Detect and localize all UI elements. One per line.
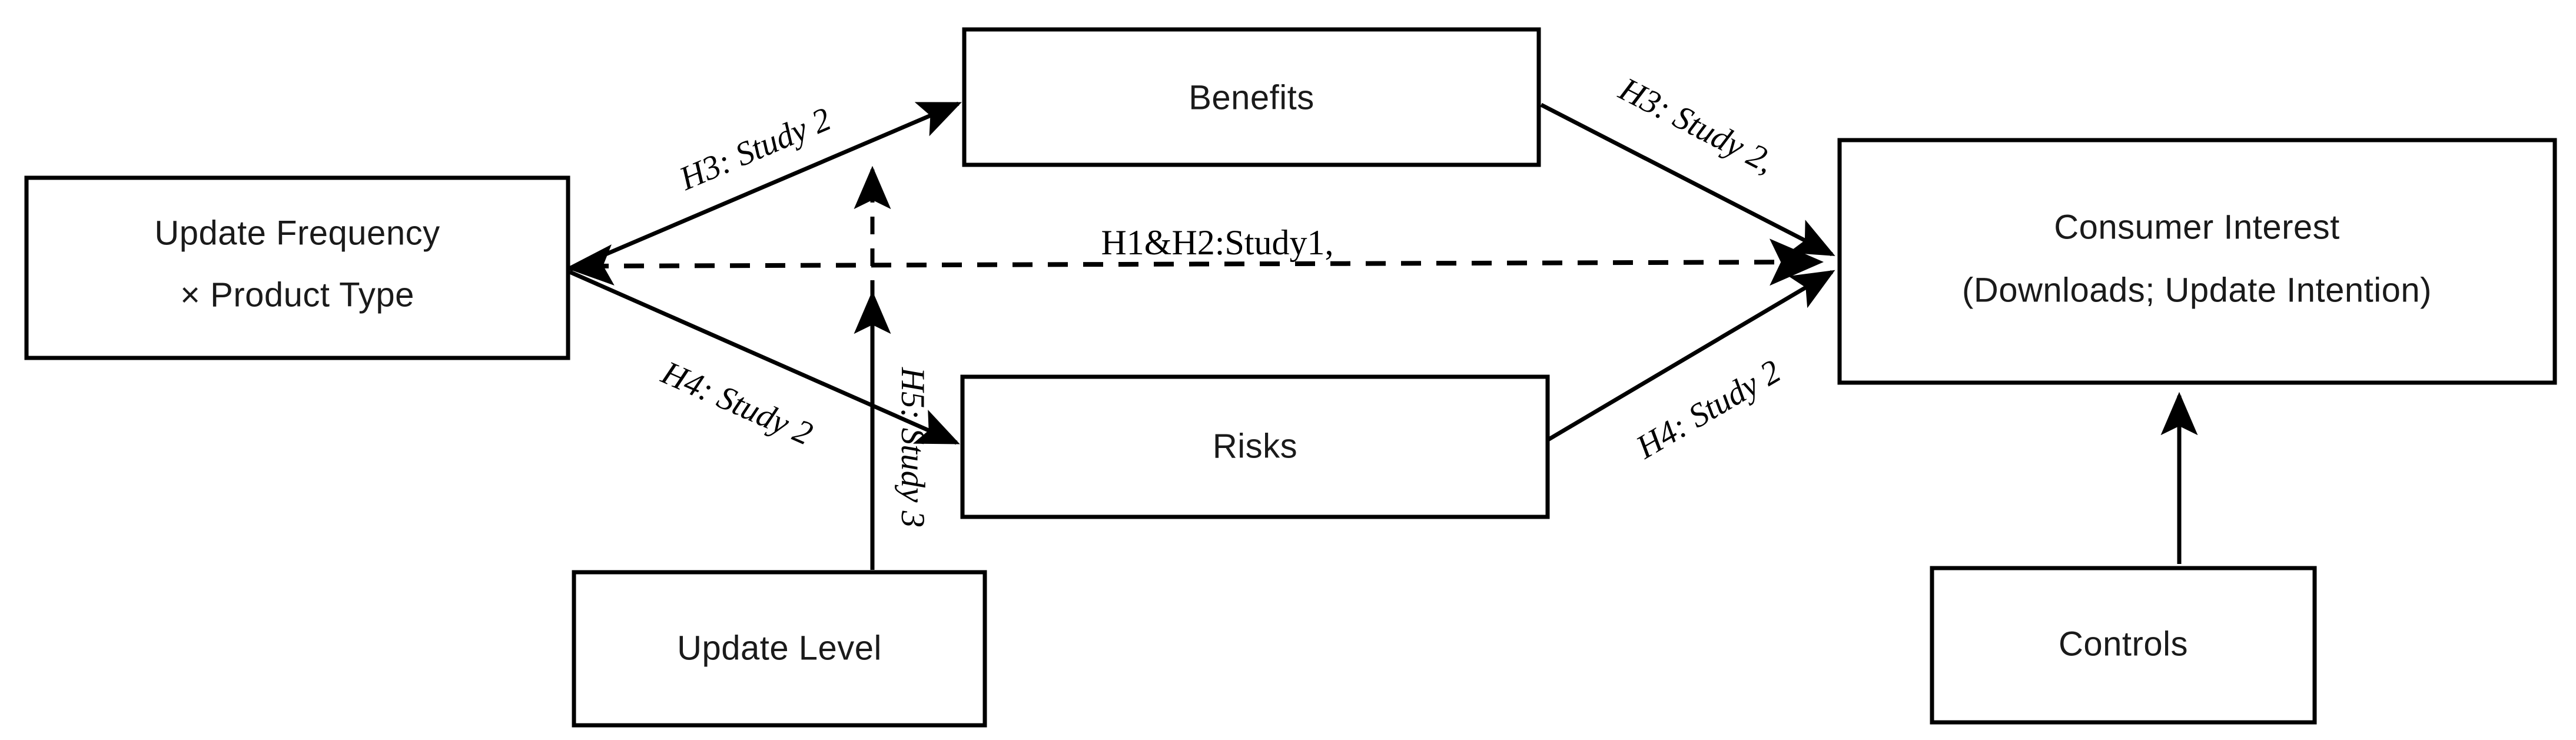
h1-h2-line bbox=[588, 238, 1824, 286]
h4-right-line bbox=[1546, 270, 1835, 443]
h3-left-line bbox=[569, 101, 962, 272]
node-risks[interactable]: Risks bbox=[960, 374, 1550, 519]
update-level-box[interactable] bbox=[572, 570, 987, 728]
update-frequency-label-line2: × Product Type bbox=[180, 276, 414, 314]
edge-label-h5: H5: Study 3 bbox=[894, 367, 931, 527]
edge-h1-h2-direct bbox=[566, 238, 1824, 286]
edge-h3-left bbox=[569, 101, 962, 272]
edge-label-h4-right: H4: Study 2 bbox=[1629, 353, 1787, 466]
consumer-interest-box[interactable] bbox=[1837, 138, 2557, 385]
consumer-interest-label-line2: (Downloads; Update Intention) bbox=[1962, 271, 2432, 309]
benefits-box[interactable] bbox=[962, 27, 1541, 167]
risks-label: Risks bbox=[1213, 427, 1297, 465]
node-benefits[interactable]: Benefits bbox=[962, 27, 1541, 167]
edge-h4-left bbox=[569, 270, 960, 445]
benefits-label: Benefits bbox=[1189, 78, 1314, 117]
node-update-frequency-product-type[interactable]: Update Frequency × Product Type bbox=[24, 175, 570, 360]
h5-label: H5: Study 3 bbox=[894, 367, 931, 527]
h4-right-label: H4: Study 2 bbox=[1629, 353, 1787, 466]
h3-right-line bbox=[1540, 102, 1835, 257]
update-frequency-box[interactable] bbox=[24, 175, 570, 360]
update-level-label: Update Level bbox=[677, 629, 882, 667]
node-controls[interactable]: Controls bbox=[1930, 566, 2317, 725]
risks-box[interactable] bbox=[960, 374, 1550, 519]
controls-label: Controls bbox=[2059, 625, 2188, 663]
update-frequency-label-line1: Update Frequency bbox=[154, 214, 440, 252]
controls-box[interactable] bbox=[1930, 566, 2317, 725]
h4-left-line bbox=[569, 270, 960, 445]
h1-h2-label: H1&H2:Study1, bbox=[1101, 223, 1333, 262]
edge-label-h3-right: H3: Study 2, bbox=[1613, 70, 1781, 180]
node-consumer-interest[interactable]: Consumer Interest (Downloads; Update Int… bbox=[1837, 138, 2557, 385]
edge-h4-right bbox=[1546, 270, 1835, 443]
node-update-level[interactable]: Update Level bbox=[572, 570, 987, 728]
edge-label-h3-left: H3: Study 2 bbox=[673, 101, 836, 198]
h3-left-label: H3: Study 2 bbox=[673, 101, 836, 198]
h3-right-label: H3: Study 2, bbox=[1613, 70, 1781, 180]
edge-h3-right bbox=[1540, 102, 1835, 257]
consumer-interest-label-line1: Consumer Interest bbox=[2054, 208, 2340, 246]
edge-label-h1-h2: H1&H2:Study1, bbox=[1101, 223, 1333, 262]
